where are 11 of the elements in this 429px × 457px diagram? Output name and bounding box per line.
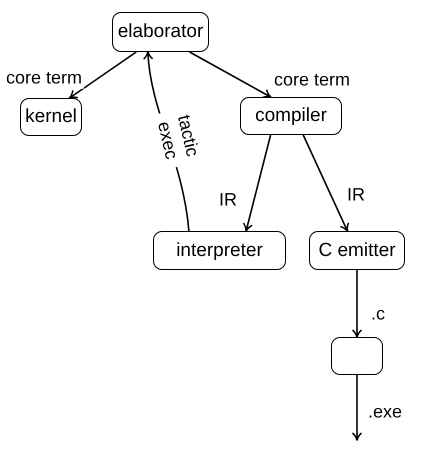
node-label: interpreter [176, 240, 263, 262]
process-box [112, 12, 209, 52]
process-box [331, 337, 383, 375]
process-box [240, 97, 342, 135]
node-label: elaborator [118, 21, 204, 43]
node-label: C emitter [318, 240, 396, 262]
process-box [309, 231, 405, 270]
process-box [20, 98, 82, 136]
node-label: compiler [255, 105, 327, 127]
node-label: kernel [25, 106, 77, 128]
process-box [153, 231, 286, 270]
